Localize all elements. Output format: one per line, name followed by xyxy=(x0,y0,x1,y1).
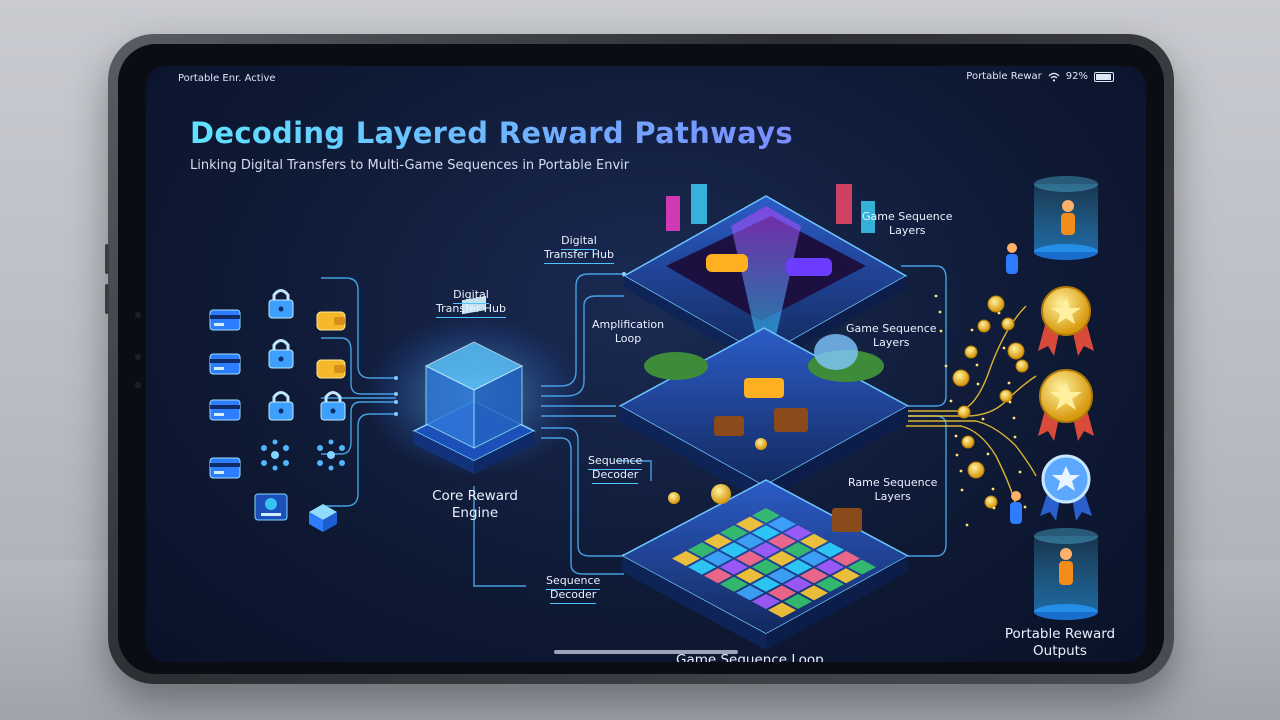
sparkle-dot xyxy=(966,524,969,527)
credit-card-icon xyxy=(208,452,242,490)
sparkle-dot xyxy=(1008,382,1011,385)
outputs-label-text: Portable Reward Outputs xyxy=(1005,626,1115,659)
sparkle-dot xyxy=(956,454,959,457)
gold-medal-icon xyxy=(1038,370,1094,441)
reward-tube-bottom xyxy=(1034,528,1098,620)
sparkle-dot xyxy=(960,470,963,473)
sequence-decoder-bottom-label: Sequence Decoder xyxy=(546,574,600,602)
sparkle-dot xyxy=(972,348,975,351)
layers-mid-label: Game Sequence Layers xyxy=(846,322,937,350)
sparkle-dot xyxy=(977,383,980,386)
tablet-bezel: Portable Enr. Active Portable Rewar 92% … xyxy=(118,44,1164,674)
volume-button xyxy=(105,284,109,314)
wallet-icon xyxy=(314,352,348,390)
network-icon xyxy=(314,438,348,476)
camera-dot xyxy=(135,312,141,318)
layers-top-text: Game Sequence Layers xyxy=(862,210,953,237)
sparkle-dot xyxy=(1014,436,1017,439)
sparkle-dot xyxy=(976,364,979,367)
layers-top-label: Game Sequence Layers xyxy=(862,210,953,238)
tablet-screen: Portable Enr. Active Portable Rewar 92% … xyxy=(146,66,1146,662)
layers-low-text: Rame Sequence Layers xyxy=(848,476,937,503)
lock-icon xyxy=(316,388,350,426)
coin-icon xyxy=(968,462,984,478)
layers-low-label: Rame Sequence Layers xyxy=(848,476,937,504)
runner-figure xyxy=(1010,491,1022,524)
cube-icon xyxy=(306,498,340,536)
credit-card-icon xyxy=(208,348,242,386)
sequence-decoder-mid-text: Sequence Decoder xyxy=(588,454,642,484)
network-icon xyxy=(258,438,292,476)
outputs-label: Portable Reward Outputs xyxy=(1000,626,1120,660)
tablet-device: Portable Enr. Active Portable Rewar 92% … xyxy=(108,34,1174,684)
coin-icon xyxy=(1016,360,1028,372)
coin-icon xyxy=(953,370,969,386)
sparkle-dot xyxy=(950,400,953,403)
lock-icon xyxy=(264,286,298,324)
coin-icon xyxy=(962,436,974,448)
sparkle-dot xyxy=(982,418,985,421)
sequence-decoder-bottom-text: Sequence Decoder xyxy=(546,574,600,604)
gold-medal-icon xyxy=(1038,287,1094,356)
coin-icon xyxy=(958,406,970,418)
board-platform xyxy=(622,480,908,650)
layers-mid-text: Game Sequence Layers xyxy=(846,322,937,349)
sparkle-dot xyxy=(939,311,942,314)
sparkle-dot xyxy=(961,489,964,492)
coin-icon xyxy=(985,496,997,508)
sensor-dot xyxy=(135,382,141,388)
blue-medal-icon xyxy=(1040,456,1092,521)
hub-left-label: Digital Transfer Hub xyxy=(436,288,506,316)
sparkle-dot xyxy=(1013,417,1016,420)
lock-icon xyxy=(264,336,298,374)
lock-icon xyxy=(264,388,298,426)
hub-top-label: Digital Transfer Hub xyxy=(544,234,614,262)
sparkle-dot xyxy=(992,488,995,491)
sparkle-dot xyxy=(998,312,1001,315)
sparkle-dot xyxy=(940,330,943,333)
sparkle-dot xyxy=(1019,471,1022,474)
id-card-icon xyxy=(254,490,288,528)
wallet-icon xyxy=(314,304,348,342)
core-engine-label-text: Core Reward Engine xyxy=(432,488,518,521)
sensor-dot xyxy=(135,354,141,360)
coin-icon xyxy=(978,320,990,332)
credit-card-icon xyxy=(208,304,242,342)
coin-icon xyxy=(1008,343,1024,359)
sparkle-dot xyxy=(935,295,938,298)
sequence-decoder-mid-label: Sequence Decoder xyxy=(588,454,642,482)
sparkle-dot xyxy=(987,453,990,456)
sparkle-dot xyxy=(1024,506,1027,509)
amplification-label-text: Amplification Loop xyxy=(592,318,664,345)
core-engine-label: Core Reward Engine xyxy=(416,488,534,522)
volume-button xyxy=(105,244,109,274)
hub-left-label-text: Digital Transfer Hub xyxy=(436,288,506,318)
coin-icon xyxy=(1002,318,1014,330)
coin-icon xyxy=(965,346,977,358)
sparkle-dot xyxy=(971,329,974,332)
sparkle-dot xyxy=(1009,401,1012,404)
credit-card-icon xyxy=(208,394,242,432)
reward-tube-top xyxy=(1034,176,1098,260)
runner-figure xyxy=(1006,243,1018,274)
amplification-label: Amplification Loop xyxy=(592,318,664,346)
home-indicator[interactable] xyxy=(554,650,738,654)
sparkle-dot xyxy=(993,507,996,510)
coin-icon xyxy=(1000,390,1012,402)
coin-icon xyxy=(988,296,1004,312)
hub-top-label-text: Digital Transfer Hub xyxy=(544,234,614,264)
sparkle-dot xyxy=(945,365,948,368)
core-engine-cube xyxy=(364,296,584,476)
sparkle-dot xyxy=(1003,347,1006,350)
sparkle-dot xyxy=(955,435,958,438)
